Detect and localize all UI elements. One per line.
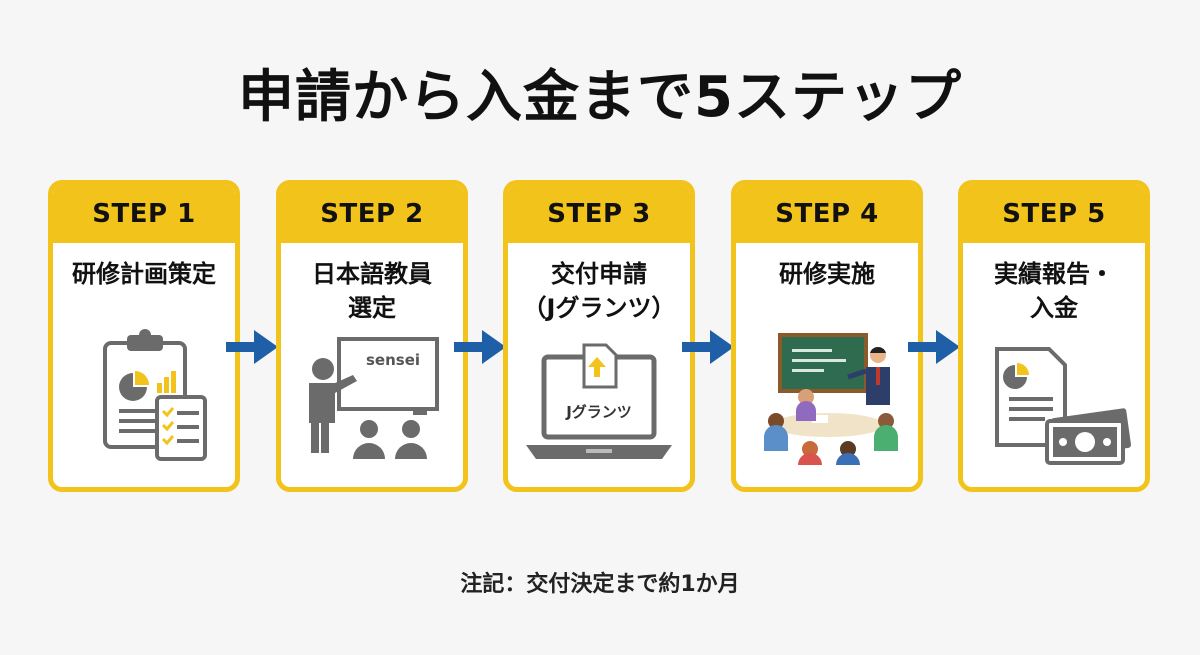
step-card-5: STEP 5 実績報告・ 入金 — [958, 180, 1150, 492]
step-number: STEP 5 — [963, 185, 1145, 243]
step-number: STEP 3 — [508, 185, 690, 243]
footnote: 注記：交付決定まで約1か月 — [460, 572, 740, 597]
clipboard-chart-icon — [103, 329, 207, 461]
screen-text: Jグランツ — [565, 403, 632, 421]
step-card-1: STEP 1 研修計画策定 — [48, 180, 240, 492]
step-label: 研修計画策定 — [72, 260, 216, 288]
board-text: sensei — [366, 351, 420, 369]
arrow-right-icon — [226, 330, 278, 364]
step-number: STEP 4 — [736, 185, 918, 243]
arrow-right-icon — [454, 330, 506, 364]
step-number: STEP 2 — [281, 185, 463, 243]
step-label: 交付申請 （Jグランツ） — [522, 260, 676, 322]
arrow-right-icon — [682, 330, 734, 364]
classroom-icon — [764, 333, 898, 465]
report-money-icon — [995, 347, 1132, 465]
step-card-4: STEP 4 研修実施 — [731, 180, 923, 492]
step-card-2: STEP 2 日本語教員 選定 sensei — [276, 180, 468, 492]
teacher-board-icon: sensei — [309, 337, 439, 459]
laptop-upload-icon: Jグランツ — [526, 343, 672, 459]
step-label: 研修実施 — [779, 260, 875, 288]
step-label: 実績報告・ 入金 — [994, 260, 1114, 322]
step-label: 日本語教員 選定 — [312, 260, 432, 322]
page-title: 申請から入金まで5ステップ — [238, 65, 962, 130]
step-card-3: STEP 3 交付申請 （Jグランツ） Jグランツ — [503, 180, 695, 492]
step-number: STEP 1 — [53, 185, 235, 243]
arrow-right-icon — [908, 330, 960, 364]
